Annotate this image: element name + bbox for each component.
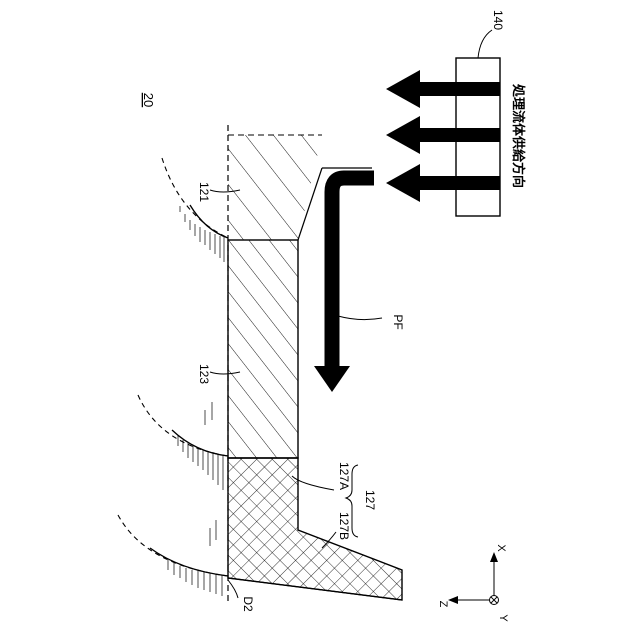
stipple-127 — [168, 520, 222, 596]
label-pf: PF — [391, 314, 405, 329]
pf-flow-arrow-head — [314, 366, 350, 392]
profile-curve-121-solid — [190, 205, 228, 238]
supply-arrows — [386, 70, 500, 202]
label-ref-127a: 127A — [337, 462, 351, 490]
leader-140 — [478, 30, 492, 58]
pf-flow-arrow — [332, 178, 374, 372]
axis-label-y: Y — [497, 614, 509, 622]
label-ref-123: 123 — [197, 364, 211, 384]
stipple-123 — [178, 402, 223, 490]
layer-123-region — [228, 240, 298, 458]
profile-curve-127 — [118, 515, 228, 576]
label-ref-main: 20 — [141, 93, 156, 107]
axes-indicator — [448, 552, 499, 605]
layer-127-region — [228, 458, 402, 600]
label-ref-127: 127 — [363, 490, 377, 510]
axis-label-x: X — [495, 544, 507, 552]
label-ref-supply: 140 — [491, 10, 505, 30]
stipple-121 — [180, 206, 224, 262]
leader-pf — [338, 316, 382, 320]
label-ref-127b: 127B — [337, 512, 351, 540]
label-ref-121: 121 — [197, 182, 211, 202]
profile-curve-127-solid — [150, 548, 228, 576]
label-d2: D2 — [241, 596, 255, 612]
axis-label-z: Z — [437, 601, 449, 608]
profile-curve-123-solid — [172, 430, 228, 456]
label-supply-direction: 処理流体供給方向 — [511, 83, 526, 188]
layer-121-region — [228, 135, 322, 240]
leader-d2 — [228, 580, 238, 598]
